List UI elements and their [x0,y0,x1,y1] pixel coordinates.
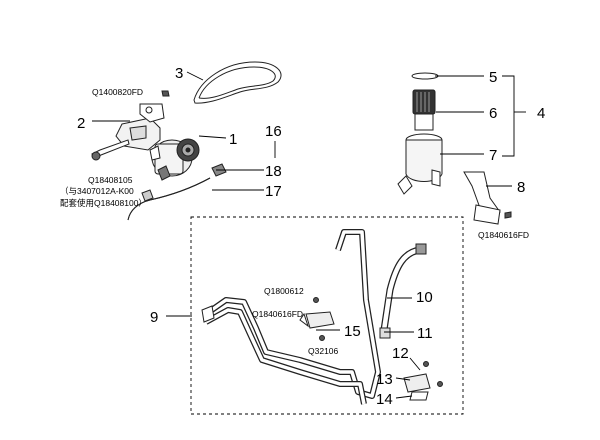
callout-12: 12 [392,345,409,362]
clamp-bracket-lower [403,361,443,401]
callout-18: 18 [265,163,282,180]
elbow-pipe-part [463,171,512,225]
code-q1800612: Q1800612 [264,286,304,296]
clamp-bracket-upper [299,297,335,341]
callout-17: 17 [265,183,282,200]
callout-10: 10 [416,289,433,306]
callout-3: 3 [175,65,183,82]
drive-belt-part [193,61,282,104]
callout-2: 2 [77,115,85,132]
code-q1840616fd-lower: Q1840616FD [252,309,303,319]
callout-15: 15 [344,323,361,340]
code-q1400820fd: Q1400820FD [92,87,143,97]
callout-8: 8 [517,179,525,196]
code-q18408105: Q18408105 [88,175,133,185]
reservoir-filter-part [412,89,436,131]
callout-6: 6 [489,105,497,122]
bracket-bolt-upper [161,90,170,97]
suction-hose-part [127,177,211,221]
return-hose-part [380,243,427,331]
callout-4: 4 [537,105,545,122]
callout-5: 5 [489,69,497,86]
callout-1: 1 [229,131,237,148]
callout-13: 13 [376,371,393,388]
steering-pump-part [149,138,200,181]
callout-7: 7 [489,147,497,164]
code-q1840616fd-upper: Q1840616FD [478,230,529,240]
hose-clamp-part [379,327,391,339]
leader-lines [92,71,526,399]
callout-11: 11 [417,325,433,342]
code-q32106: Q32106 [308,346,339,356]
callout-16: 16 [265,123,282,140]
long-bolt-part [91,139,130,161]
return-tube-part [201,229,381,405]
callout-14: 14 [376,391,393,408]
reservoir-body-part [397,133,443,195]
code-note-line1: （与3407012A-K00 [60,186,134,196]
callout-9: 9 [150,309,158,326]
code-note-line2: 配套使用Q18408100） [60,198,147,208]
reservoir-cap-part [411,72,439,80]
